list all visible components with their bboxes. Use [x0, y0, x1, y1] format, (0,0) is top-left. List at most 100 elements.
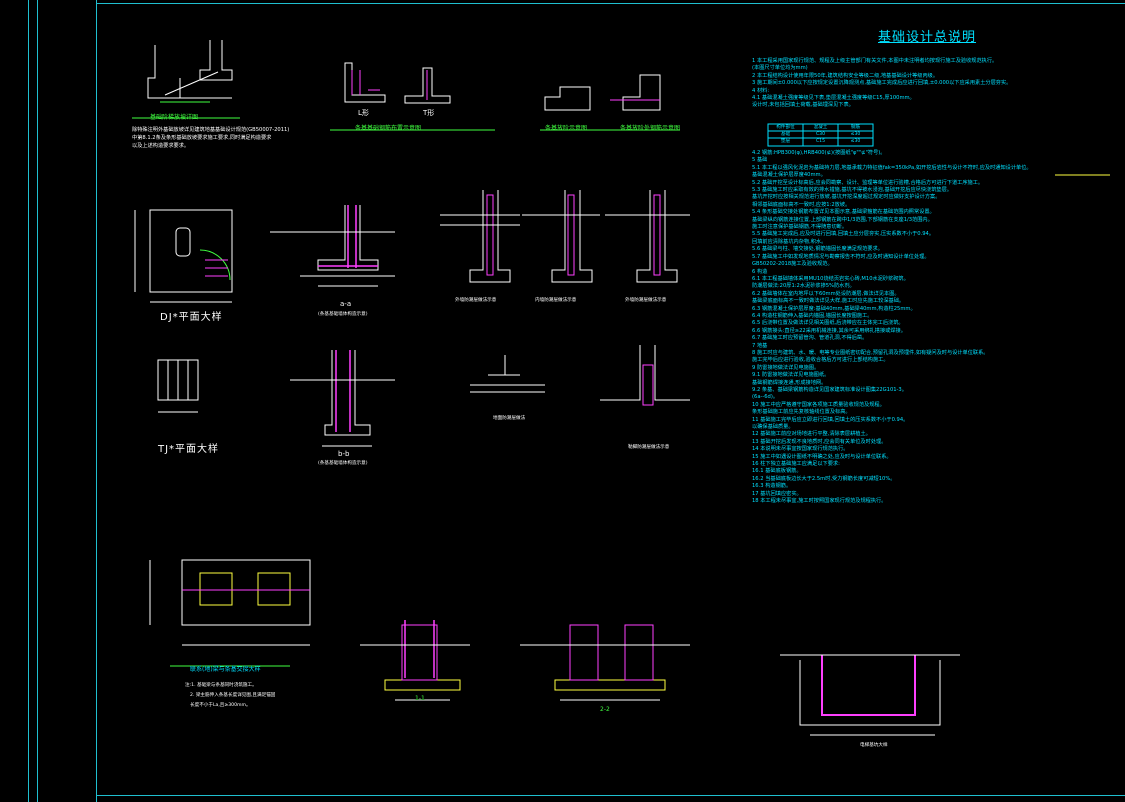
note-line: 5.3 基础施工时应采取有效的排水措施,基坑不得被水浸泡,基础开挖后应尽快浇筑垫…: [752, 187, 952, 194]
note-line: 1 本工程采用国家现行规范、规程及上级主管部门有关文件,本图中未注明者均按现行施…: [752, 58, 998, 64]
note-line: 设计时,未包括回填土荷载,基础埋深见下表。: [752, 102, 854, 109]
notes-block-2: 4.2 钢筋:HPB300(φ),HRB400(⊈)(按图纸"φ""⊈"符号)。…: [752, 150, 1112, 506]
note-line: GB50202-2018施工及验收规范。: [752, 261, 833, 268]
joint-note-3: 长度不小于La,且≥300mm。: [190, 703, 251, 708]
caption-t-type: T形: [423, 109, 435, 117]
frame-line-left-1: [28, 0, 29, 802]
table-cell: 垫层: [780, 139, 791, 144]
caption-section-11: 1-1: [415, 695, 425, 702]
note-line: 6.5 后浇带位置及做法详见相关图纸,后浇带应在主体完工后浇筑。: [752, 320, 904, 327]
joint-note-2: 2. 梁主筋伸入条基长度详见图,且满足锚固: [190, 693, 276, 698]
note-line: 相邻基础底面标高不一致时,应按1:2放坡。: [752, 201, 851, 208]
note-line: 12 基础施工前应对场地进行平整,清除表层耕植土。: [752, 431, 871, 438]
note-line: 基础钢筋焊接连通,形成接地网。: [752, 379, 827, 386]
note-line: 16.2 当基础底板边长大于2.5m时,受力钢筋长度可减短10%。: [752, 475, 896, 482]
frame-line-left-3: [96, 0, 97, 802]
table-cell: C30: [815, 132, 826, 137]
note-line: 6.1 本工程基础墙体采用MU10烧结页岩实心砖,M10水泥砂浆砌筑。: [752, 275, 909, 282]
caption-strip-corner: 条基基础钢筋布置示意图: [355, 125, 422, 132]
caption-wall-detail-3: 外墙防潮层做法示意: [625, 298, 667, 303]
note-line: 条形基础施工前应先复核轴线位置及标高。: [752, 409, 851, 416]
note-line: 2 本工程结构设计使用年限50年,建筑结构安全等级二级,地基基础设计等级丙级。: [752, 72, 939, 79]
note-line: 5.5 基础施工完成后,应及时进行回填,回填土应分层夯实,压实系数不小于0.94…: [752, 231, 935, 238]
note-line: 10 施工中应严格遵守国家各项施工质量验收规范及规程。: [752, 401, 885, 408]
note-line: 9.2 条基、基础梁钢筋构造详见国家建筑标准设计图集22G101-3。: [752, 387, 907, 393]
note-line: 6.6 钢筋接头:直径≥22采用机械连接,其余可采用绑扎搭接或焊接。: [752, 327, 906, 334]
frame-line-left-2: [37, 0, 38, 802]
caption-tj-plan: TJ*平面大样: [158, 444, 220, 455]
note-line: 施工完毕后应进行验收,验收合格后方可进行上部结构施工。: [752, 357, 889, 364]
caption-section-aa-note: (条基基础墙体构造示意): [318, 312, 368, 317]
note-line: 以确保基础质量。: [752, 424, 794, 431]
notes-block-1: 1 本工程采用国家现行规范、规程及上级主管部门有关文件,本图中未注明者均按现行施…: [752, 58, 1112, 110]
caption-l-type: L形: [358, 109, 369, 117]
table-cell: C15: [815, 139, 826, 144]
table-cell: ≤30: [850, 139, 861, 144]
caption-wall-detail-2: 内墙防潮层做法示意: [535, 298, 577, 303]
note-line: 4.1 基础混凝土强度等级见下表,垫层混凝土强度等级C15,厚100mm。: [752, 95, 915, 102]
note-line: 基坑开挖时应按相关规范进行放坡,基坑开挖深度超过规定时应做好支护设计方案。: [752, 194, 941, 201]
note-line: 6 构造: [752, 268, 768, 275]
table-header: 钢筋: [850, 125, 861, 130]
caption-pit-detail: 电梯基坑大样: [860, 743, 888, 748]
note-line: 6.3 钢筋混凝土保护层厚度:基础40mm,基础梁40mm,构造柱25mm。: [752, 305, 916, 312]
note-line: 5.2 基础开挖至设计标高后,应会同勘察、设计、监理等单位进行验槽,合格后方可进…: [752, 179, 984, 186]
note-line: 4 材料:: [752, 87, 770, 94]
caption-section-bb: b-b: [338, 450, 350, 458]
note-line: 5.1 本工程以强风化泥岩为基础持力层,地基承载力特征值fak=350kPa,如…: [752, 164, 1032, 171]
note-line: 防潮层做法:20厚1:2水泥砂浆掺5%防水剂。: [752, 283, 855, 290]
caption-section-bb-note: (条基基础墙体构造示意): [318, 461, 368, 466]
caption-wall-detail-1: 外墙防潮层做法示意: [455, 298, 497, 303]
table-cell: ≤30: [850, 132, 861, 137]
table-header: 构件部位: [776, 125, 795, 130]
note-line: 15 施工中如遇设计图纸不明确之处,应及时与设计单位联系。: [752, 453, 892, 460]
note-line: 5 基础: [752, 157, 768, 164]
note-line: 16 柱下独立基础施工应满足以下要求:: [752, 461, 840, 468]
frame-line-top: [96, 3, 1125, 4]
caption-damp-detail-2: 勒脚防潮层做法示意: [628, 445, 670, 450]
note-line: 13 基础开挖后发现不良地质时,应会同有关单位及时处理。: [752, 438, 887, 445]
note-line: 9.1 防雷接地做法详见电施图纸。: [752, 372, 830, 379]
note-line: 5.4 条形基础交接处钢筋布置详见本图示意,基础梁箍筋在基础范围内照常设置。: [752, 209, 935, 216]
caption-strip-step: 条基放阶示意图: [545, 125, 588, 132]
step-note-2: 中第8.1.2条及条形基础放坡要求施工要求,同时满足构造要求: [132, 135, 272, 141]
note-line: 11 基础施工完毕后应立即进行回填,回填土的压实系数不小于0.94。: [752, 416, 909, 423]
note-line: 16.1 基础底板钢筋。: [752, 468, 802, 475]
caption-dj-plan: DJ*平面大样: [160, 312, 223, 323]
note-line: 3 施工期间±0.000以下应按规定设置沉降观测点,基础施工完成后应进行回填,±…: [752, 80, 1012, 87]
note-line: 基础混凝土保护层厚度40mm。: [752, 172, 826, 179]
note-line: (6a--6d)。: [752, 394, 779, 401]
caption-damp-detail-1: 地面防潮层做法: [493, 416, 526, 421]
note-line: 8 施工时应与建筑、水、暖、电等专业图纸密切配合,预留孔洞及预埋件,如有疑问及时…: [752, 349, 989, 356]
note-line: 基础梁纵向钢筋连接位置,上部钢筋在跨中1/3范围,下部钢筋在支座1/3范围内。: [752, 216, 933, 223]
note-line: 基础梁底面标高不一致时做法详见大样,施工时应先施工较深基础。: [752, 298, 905, 305]
note-line: 18 本工程未尽事宜,施工时按照国家现行规范及规程执行。: [752, 498, 887, 505]
note-line: 5.6 基础梁与柱、墙交接处,钢筋锚固长度满足规范要求。: [752, 246, 883, 253]
frame-line-bottom: [96, 795, 1125, 796]
caption-step-detail: 基础阶梯放坡详图: [150, 114, 199, 121]
materials-table: 构件部位 混凝土 钢筋 基础 C30 ≤30 垫层 C15 ≤30: [768, 124, 873, 145]
note-line: 6.2 基础墙体在室内地坪以下60mm处设防潮层,做法详见本图。: [752, 290, 900, 297]
note-line: 16.3 构造钢筋。: [752, 483, 792, 490]
step-note-3: 以及上述构造要求要求。: [132, 143, 190, 149]
note-line: (本图尺寸单位均为mm): [752, 65, 808, 72]
caption-strip-step-rebar: 条基放阶处钢筋示意图: [620, 125, 681, 132]
note-line: 9 防雷接地做法详见电施图。: [752, 364, 820, 371]
note-line: 7 地基: [752, 342, 768, 349]
joint-note-1: 注:1. 基础梁与条基同时浇筑施工。: [185, 683, 257, 688]
note-line: 14 本说明未尽事宜按国家现行规范执行。: [752, 446, 849, 453]
note-line: 6.7 基础施工时应预留管沟、管道孔洞,不得后凿。: [752, 335, 868, 342]
step-note-1: 除特殊注明外基础放坡详见建筑地基基础设计规范(GB50007-2011): [132, 127, 290, 133]
note-line: 施工时注意保护基础钢筋,不得随意切断。: [752, 224, 848, 231]
note-line: 6.4 构造柱钢筋伸入基础内锚固,锚固长度按图施工。: [752, 312, 873, 319]
note-line: 17 基坑回填应密实。: [752, 490, 802, 497]
note-line: 回填前应清除基坑内杂物,积水。: [752, 238, 827, 245]
note-line: 4.2 钢筋:HPB300(φ),HRB400(⊈)(按图纸"φ""⊈"符号)。: [752, 150, 886, 156]
table-header: 混凝土: [813, 125, 828, 130]
table-cell: 基础: [780, 132, 791, 137]
caption-section-22: 2-2: [600, 706, 610, 713]
note-line: 5.7 基础施工中如发现地质情况与勘察报告不符时,应及时通知设计单位处理。: [752, 253, 930, 260]
sheet-title: 基础设计总说明: [878, 30, 977, 45]
caption-section-aa: a-a: [340, 300, 352, 308]
